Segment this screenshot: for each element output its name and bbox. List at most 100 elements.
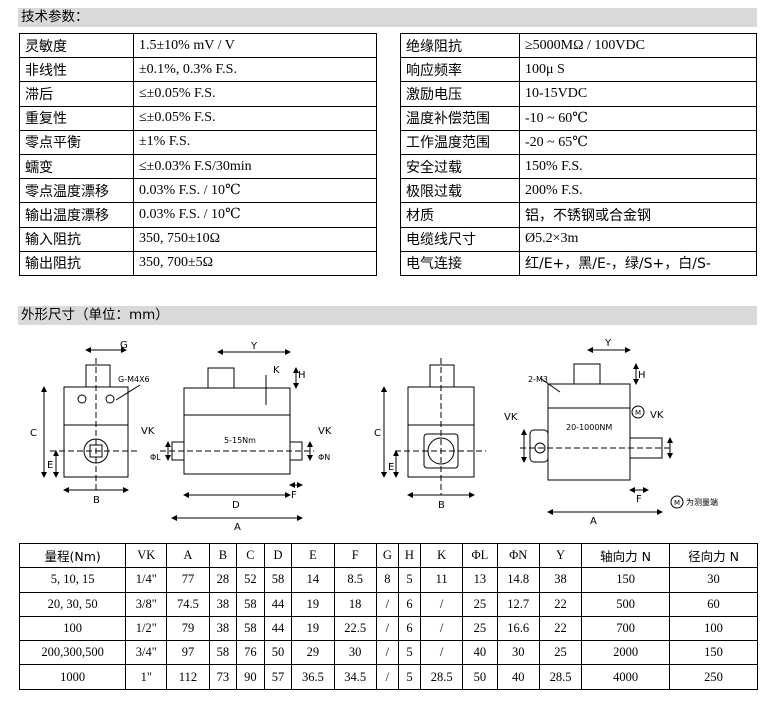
spec-label: 非线性 [19, 57, 134, 83]
label-vk-m-large: VK [650, 410, 664, 421]
dims-cell: 60 [669, 591, 758, 617]
spec-label: 输入阻抗 [19, 226, 134, 252]
dims-cell: 25 [462, 615, 498, 642]
dims-cell: 14.8 [496, 567, 540, 593]
spec-label: 灵敏度 [19, 32, 134, 59]
spec-value: Ø5.2×3m [519, 226, 757, 252]
dims-cell: 150 [669, 640, 758, 666]
dims-cell: 57 [263, 664, 293, 690]
dims-cell: 100 [669, 615, 758, 642]
label-c: C [30, 428, 37, 439]
spec-row: 滞后≤±0.05% F.S. [19, 81, 377, 107]
dims-cell: 58 [236, 591, 265, 617]
dims-cell: 40 [496, 664, 540, 690]
spec-value: 红/E+，黑/E-，绿/S+，白/S- [519, 250, 757, 276]
dims-header-cell: B [208, 542, 238, 569]
label-y-large: Y [604, 338, 612, 349]
dims-cell: 8.5 [333, 567, 377, 593]
spec-label: 电缆线尺寸 [400, 226, 520, 252]
dims-header-cell: K [419, 542, 464, 569]
dims-cell: 77 [166, 567, 210, 593]
spec-label: 输出阻抗 [19, 250, 134, 276]
dims-cell: 29 [291, 640, 335, 666]
spec-row: 工作温度范围-20 ~ 65℃ [400, 129, 757, 155]
dims-cell: 12.7 [496, 591, 540, 617]
dims-cell: 28 [208, 567, 238, 593]
dims-cell: 30 [669, 567, 758, 593]
label-h: H [298, 370, 306, 381]
dims-cell: 30 [333, 640, 377, 666]
label-f: F [291, 490, 297, 501]
dims-header-cell: 轴向力 N [581, 542, 671, 569]
dims-header-cell: G [375, 542, 399, 569]
dims-cell: 1/4" [125, 567, 168, 593]
drawing-side-view-small [41, 347, 141, 493]
label-range-2: 20-1000NM [566, 423, 612, 432]
dims-header-cell: Y [538, 542, 583, 569]
dims-cell: 90 [236, 664, 265, 690]
spec-value: 350, 750±10Ω [133, 226, 377, 252]
dims-cell: 22.5 [333, 615, 377, 642]
dims-cell: 3/8" [125, 591, 168, 617]
label-thread-1: G-M4X6 [118, 375, 150, 384]
spec-value: ±0.1%, 0.3% F.S. [133, 57, 377, 83]
dims-cell: / [375, 615, 399, 642]
spec-row: 零点平衡±1% F.S. [19, 129, 377, 155]
dims-cell: 200,300,500 [18, 640, 127, 666]
dims-cell: 3/4" [125, 640, 168, 666]
label-e: E [47, 460, 53, 471]
label-a-large: A [590, 516, 597, 527]
label-y: Y [250, 341, 258, 352]
spec-value: 铝，不锈钢或合金钢 [519, 202, 757, 228]
spec-label: 零点温度漂移 [19, 178, 134, 204]
spec-value: ≥5000MΩ / 100VDC [519, 32, 757, 59]
label-range-1: 5-15Nm [224, 436, 256, 445]
drawing-front-view-small [160, 349, 314, 521]
dims-header-cell: C [236, 542, 265, 569]
spec-value: ≤±0.03% F.S/30min [133, 153, 377, 180]
label-vk-m: VK [318, 426, 332, 437]
spec-label: 蠕变 [19, 153, 134, 180]
dims-cell: 18 [333, 591, 377, 617]
spec-label: 输出温度漂移 [19, 202, 134, 228]
spec-label: 电气连接 [400, 250, 520, 276]
dims-cell: 16.6 [496, 615, 540, 642]
dims-cell: 6 [397, 615, 421, 642]
label-k: K [273, 365, 280, 376]
dims-cell: 74.5 [166, 591, 210, 617]
spec-row: 温度补偿范围-10 ~ 60℃ [400, 105, 757, 131]
dims-cell: 28.5 [419, 664, 464, 690]
label-m-circle: M [635, 409, 641, 417]
spec-label: 安全过载 [400, 153, 520, 180]
spec-row: 绝缘阻抗≥5000MΩ / 100VDC [400, 32, 757, 59]
spec-label: 绝缘阻抗 [400, 32, 520, 59]
spec-value: -20 ~ 65℃ [519, 129, 757, 155]
dims-cell: 97 [166, 640, 210, 666]
dims-cell: / [375, 640, 399, 666]
label-h-large: H [638, 370, 646, 381]
label-thread-2: 2-M3 [528, 375, 548, 384]
label-f-large: F [636, 494, 642, 505]
dims-cell: 38 [208, 591, 238, 617]
dims-cell: 8 [375, 567, 399, 593]
dims-cell: 5 [397, 664, 421, 690]
dims-cell: 5, 10, 15 [18, 567, 127, 593]
dims-header-cell: ΦN [496, 542, 540, 569]
spec-value: ≤±0.05% F.S. [133, 105, 377, 131]
dims-header-cell: 量程(Nm) [18, 542, 127, 569]
dims-cell: 250 [669, 664, 758, 690]
dims-cell: / [375, 591, 399, 617]
spec-label: 响应频率 [400, 57, 520, 83]
dims-cell: 58 [236, 615, 265, 642]
dims-cell: 38 [538, 567, 583, 593]
dims-cell: 25 [538, 640, 583, 666]
